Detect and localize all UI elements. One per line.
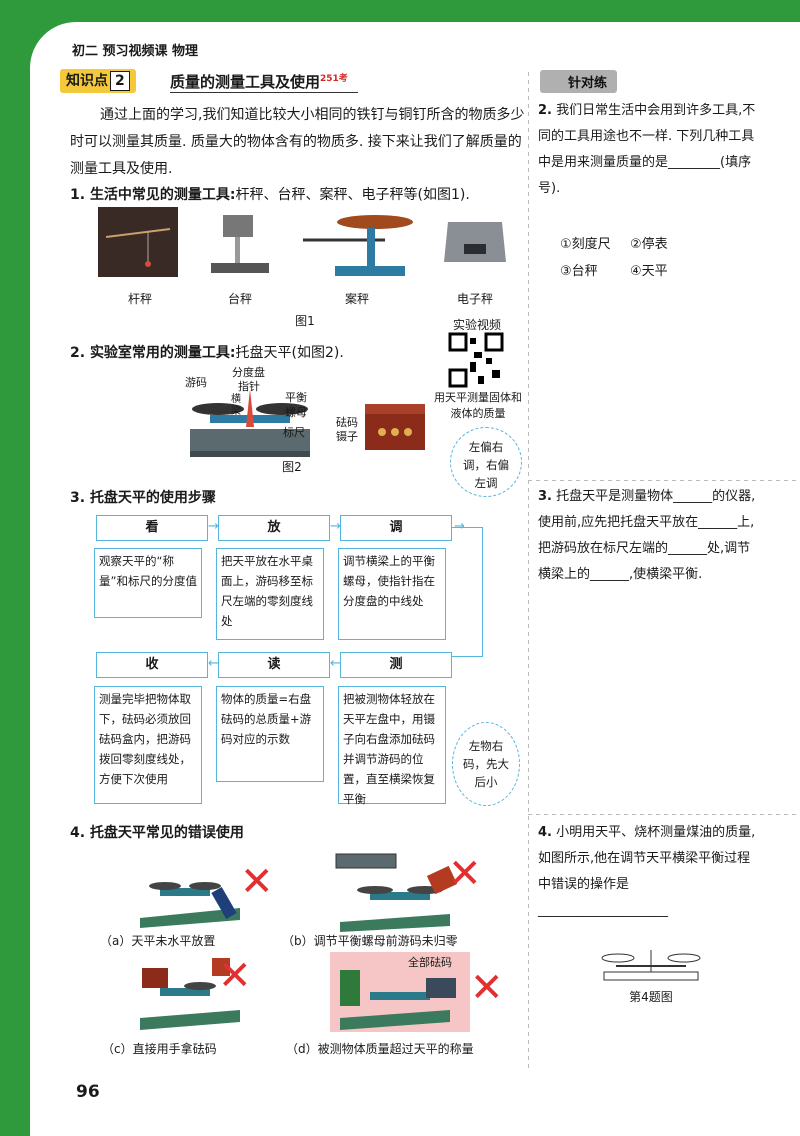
label-pointer: 指针 bbox=[238, 380, 260, 393]
arrow-right-icon: → bbox=[454, 519, 465, 534]
knowledge-point-title-text: 质量的测量工具及使用 bbox=[170, 73, 321, 91]
step-place: 放 bbox=[218, 515, 330, 541]
label-all-weights: 全部砝码 bbox=[408, 956, 452, 969]
question-4-text: 小明用天平、烧杯测量煤油的质量,如图所示,他在调节天平横梁平衡过程中错误的操作是… bbox=[538, 825, 756, 918]
section-4-num: 4. bbox=[70, 825, 86, 841]
label-scale: 标尺 bbox=[283, 426, 305, 439]
section-2-heading: 2. 实验室常用的测量工具:托盘天平(如图2). bbox=[70, 342, 344, 362]
platform-scale-image bbox=[211, 215, 269, 273]
arrow-left-icon: ← bbox=[330, 656, 341, 671]
section-2-title: 实验室常用的测量工具: bbox=[89, 345, 236, 361]
step-measure: 测 bbox=[340, 652, 452, 678]
error-image-d bbox=[330, 952, 470, 1032]
wrong-mark-icon: ✕ bbox=[448, 851, 482, 897]
wrong-mark-icon: ✕ bbox=[470, 965, 504, 1011]
qr-code-icon[interactable] bbox=[448, 332, 504, 388]
knowledge-point-sup: 251考 bbox=[320, 74, 348, 84]
error-image-a bbox=[140, 882, 240, 928]
section-2-rest: 托盘天平(如图2). bbox=[235, 345, 344, 361]
wrong-mark-icon: ✕ bbox=[240, 859, 274, 905]
section-3-heading: 3. 托盘天平的使用步骤 bbox=[70, 487, 216, 507]
caption-electronic-scale: 电子秤 bbox=[456, 292, 493, 306]
q2-option-4: ④天平 bbox=[630, 264, 668, 279]
section-4-heading: 4. 托盘天平常见的错误使用 bbox=[70, 822, 244, 842]
error-caption-a: （a）天平未水平放置 bbox=[100, 934, 216, 948]
error-caption-b: （b）调节平衡螺母前游码未归零 bbox=[282, 934, 458, 948]
arrow-right-icon: → bbox=[208, 519, 219, 534]
step-place-desc: 把天平放在水平桌面上，游码移至标尺左端的零刻度线处 bbox=[216, 548, 324, 640]
step-put-away: 收 bbox=[96, 652, 208, 678]
video-title: 实验视频 bbox=[452, 318, 501, 332]
section-1-num: 1. bbox=[70, 187, 86, 203]
tip-cloud-adjust: 左偏右调，右偏左调 bbox=[450, 427, 522, 497]
q2-option-2: ②停表 bbox=[630, 237, 668, 252]
practice-badge: 针对练 bbox=[540, 70, 618, 93]
steelyard-image bbox=[98, 207, 178, 277]
caption-steelyard: 杆秤 bbox=[127, 292, 152, 306]
section-1-heading: 1. 生活中常见的测量工具:杆秤、台秤、案秤、电子秤等(如图1). bbox=[70, 184, 470, 204]
column-divider bbox=[528, 72, 529, 1072]
label-dial: 分度盘 bbox=[232, 366, 265, 379]
section-1-title: 生活中常见的测量工具: bbox=[89, 187, 236, 203]
tray-balance-image bbox=[190, 389, 310, 457]
question-3-num: 3. bbox=[538, 489, 552, 504]
step-adjust: 调 bbox=[340, 515, 452, 541]
error-caption-c: （c）直接用手拿砝码 bbox=[102, 1042, 217, 1056]
tip-cloud-weights: 左物右码，先大后小 bbox=[452, 722, 520, 806]
page-number: 96 bbox=[76, 1082, 100, 1102]
question-4: 4. 小明用天平、烧杯测量煤油的质量,如图所示,他在调节天平横梁平衡过程中错误的… bbox=[538, 820, 758, 924]
wrong-mark-icon: ✕ bbox=[218, 953, 252, 999]
step-adjust-desc: 调节横梁上的平衡螺母，使指针指在分度盘的中线处 bbox=[338, 548, 446, 640]
step-read: 读 bbox=[218, 652, 330, 678]
video-caption: 用天平测量固体和液体的质量 bbox=[434, 391, 522, 420]
label-balance-nut: 平衡螺母 bbox=[285, 391, 307, 419]
knowledge-point-title: 质量的测量工具及使用251考 bbox=[170, 71, 358, 93]
question-2-num: 2. bbox=[538, 103, 552, 118]
intro-paragraph: 通过上面的学习,我们知道比较大小相同的铁钉与铜钉所含的物质多少时可以测量其质量.… bbox=[70, 107, 525, 177]
step-measure-desc: 把被测物体轻放在天平左盘中，用镊子向右盘添加砝码并调节游码的位置，直至横梁恢复平… bbox=[338, 686, 446, 806]
question-2-text: 我们日常生活中会用到许多工具,不同的工具用途也不一样. 下列几种工具中是用来测量… bbox=[538, 103, 756, 196]
electronic-scale-image bbox=[444, 222, 506, 262]
section-3-num: 3. bbox=[70, 490, 86, 506]
step-look-desc: 观察天平的“称量”和标尺的分度值 bbox=[94, 548, 202, 618]
figure-2-label: 图2 bbox=[282, 460, 302, 474]
section-3-title: 托盘天平的使用步骤 bbox=[89, 490, 216, 506]
section-2-num: 2. bbox=[70, 345, 86, 361]
caption-platform-scale: 台秤 bbox=[227, 292, 252, 306]
figure-1-label: 图1 bbox=[295, 314, 315, 328]
knowledge-point-number: 2 bbox=[110, 71, 130, 91]
q2-option-3: ③台秤 bbox=[560, 264, 598, 279]
section-4-title: 托盘天平常见的错误使用 bbox=[89, 825, 244, 841]
arrow-left-icon: ← bbox=[208, 656, 219, 671]
question-separator bbox=[528, 480, 800, 481]
caption-counter-scale: 案秤 bbox=[344, 292, 369, 306]
question-separator bbox=[528, 814, 800, 815]
question-4-num: 4. bbox=[538, 825, 552, 840]
counter-scale-image bbox=[303, 215, 413, 276]
question-3: 3. 托盘天平是测量物体______的仪器,使用前,应先把托盘天平放在_____… bbox=[538, 484, 758, 588]
header-title: 初二 预习视频课 物理 bbox=[72, 44, 199, 59]
question-4-figure-label: 第4题图 bbox=[629, 990, 673, 1004]
question-3-text: 托盘天平是测量物体______的仪器,使用前,应先把托盘天平放在______上,… bbox=[538, 489, 756, 582]
label-weights: 砝码 bbox=[336, 416, 358, 429]
section-1-rest: 杆秤、台秤、案秤、电子秤等(如图1). bbox=[235, 187, 470, 203]
flow-connector bbox=[452, 527, 483, 657]
arrow-right-icon: → bbox=[330, 519, 341, 534]
knowledge-point-label: 知识点 bbox=[66, 73, 108, 89]
error-image-b bbox=[335, 853, 458, 932]
question-2: 2. 我们日常生活中会用到许多工具,不同的工具用途也不一样. 下列几种工具中是用… bbox=[538, 98, 758, 202]
label-beam: 横梁 bbox=[231, 394, 241, 417]
step-read-desc: 物体的质量=右盘砝码的总质量+游码对应的示数 bbox=[216, 686, 324, 782]
error-caption-d: （d）被测物体质量超过天平的称量 bbox=[286, 1042, 474, 1056]
step-look: 看 bbox=[96, 515, 208, 541]
step-put-away-desc: 测量完毕把物体取下，砝码必须放回砝码盒内，把游码拨回零刻度线处，方便下次使用 bbox=[94, 686, 202, 804]
error-image-c bbox=[140, 958, 240, 1030]
q2-option-1: ①刻度尺 bbox=[560, 237, 611, 252]
question-4-balance-image bbox=[601, 950, 701, 981]
label-tweezers: 镊子 bbox=[336, 430, 358, 443]
weight-box-image bbox=[365, 404, 425, 450]
label-rider: 游码 bbox=[185, 376, 207, 389]
